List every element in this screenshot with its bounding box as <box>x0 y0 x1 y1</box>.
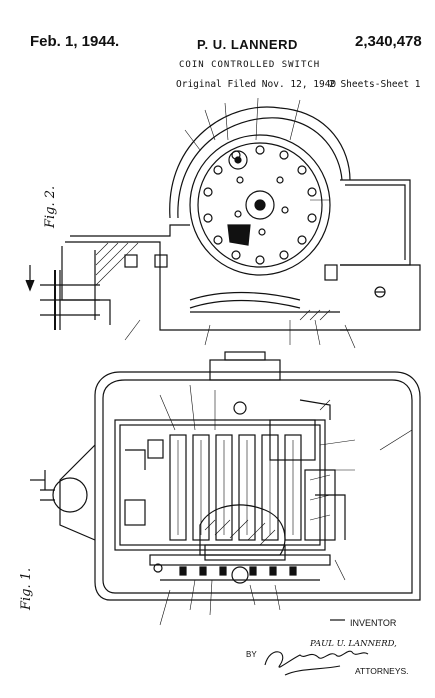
figure-2-label: Fig. 2. <box>43 185 58 228</box>
figure-1-label: Fig. 1. <box>19 567 34 610</box>
attorneys-label: ATTORNEYS. <box>355 666 409 676</box>
attorney-signature <box>264 650 369 676</box>
figure-2-drawing <box>25 97 421 349</box>
inventor-name: PAUL U. LANNERD, <box>310 639 397 649</box>
filing-date: Original Filed Nov. 12, 1940 <box>176 79 337 90</box>
by-label: BY <box>246 650 257 659</box>
inventor-label: INVENTOR <box>350 618 397 628</box>
sheet-count: 2 Sheets-Sheet 1 <box>329 79 421 90</box>
inventor-header: P. U. LANNERD <box>197 37 298 52</box>
patent-number: 2,340,478 <box>355 33 422 50</box>
patent-date: Feb. 1, 1944. <box>30 33 120 50</box>
figure-1-drawing <box>30 351 421 626</box>
patent-title: COIN CONTROLLED SWITCH <box>179 60 321 70</box>
